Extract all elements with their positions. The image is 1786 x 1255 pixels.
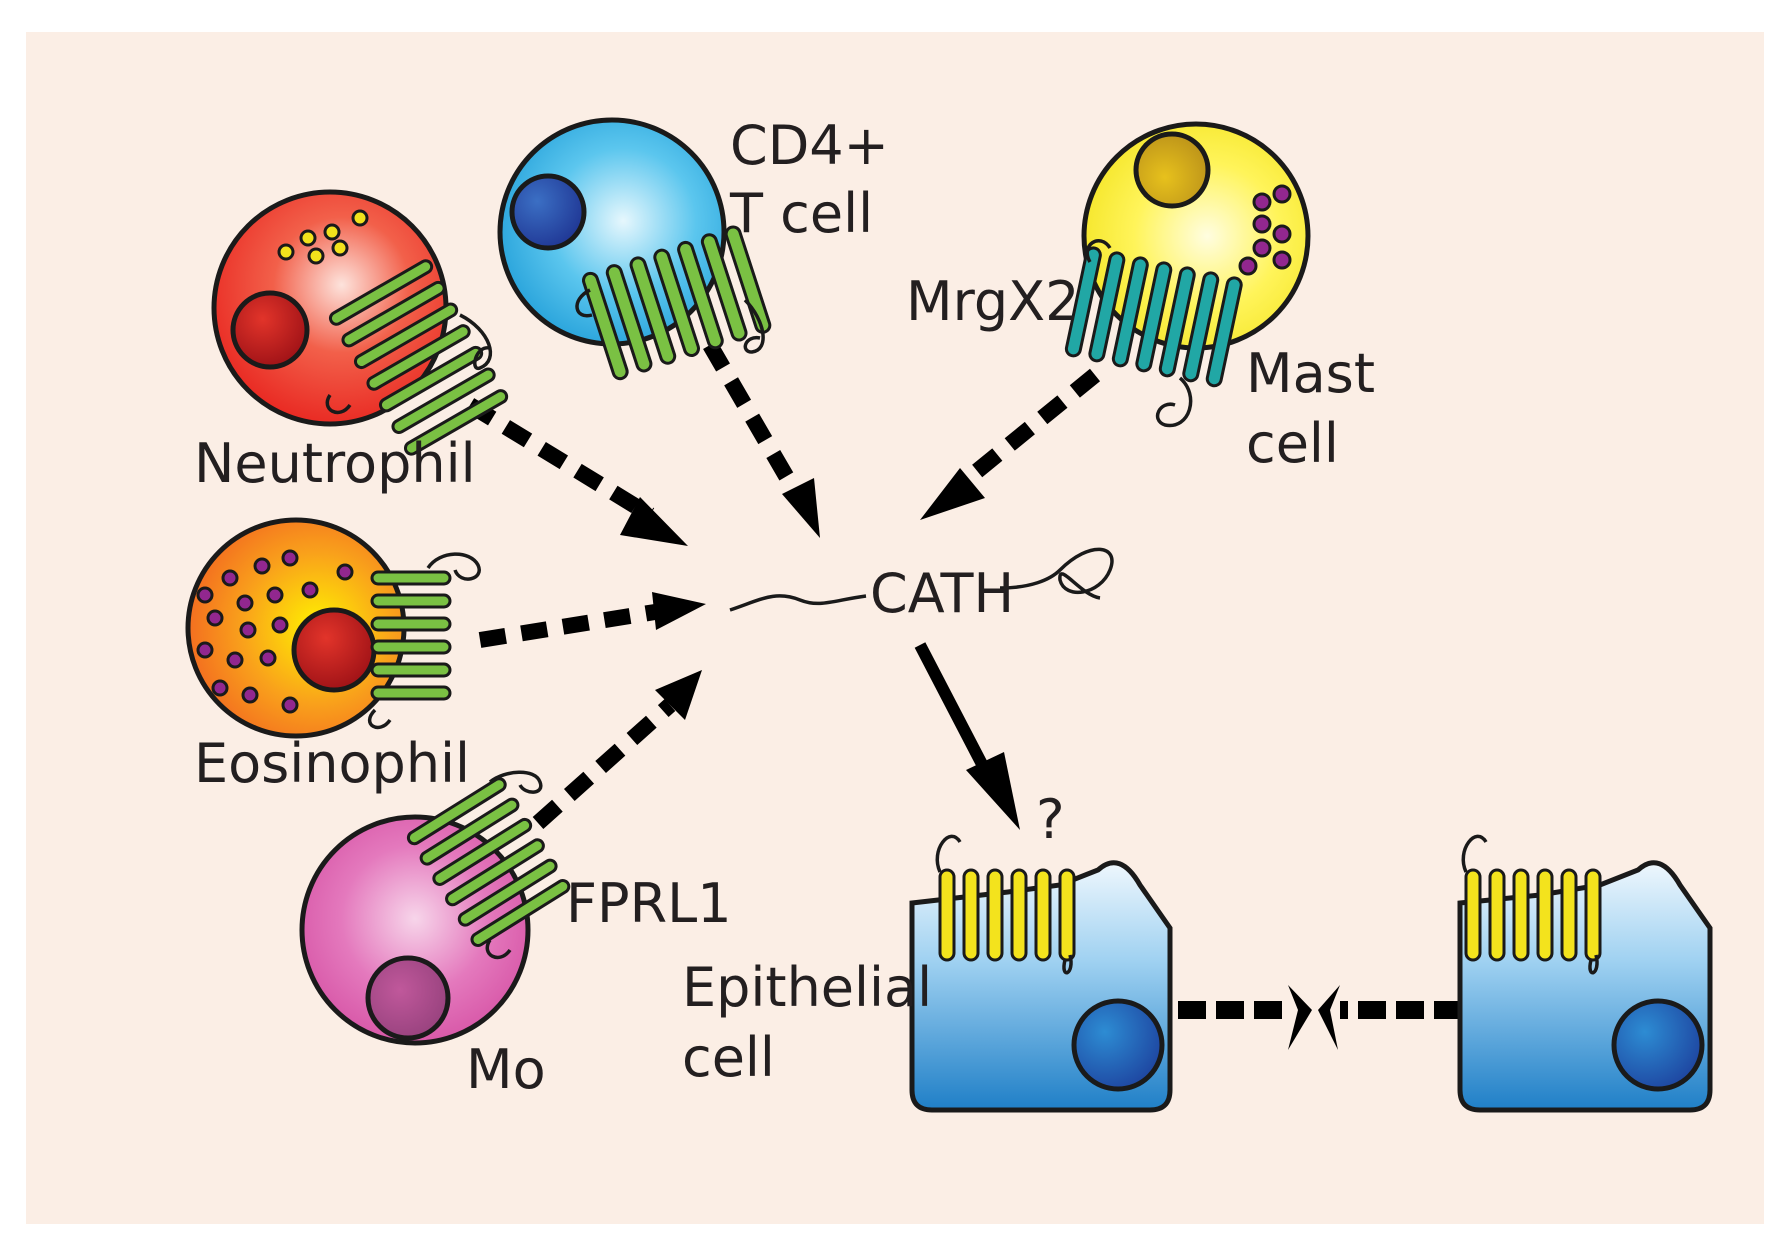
epithelial-receptor — [938, 868, 1076, 962]
mast-cell-icon — [1064, 121, 1311, 428]
epithelial-receptor-2 — [1464, 868, 1602, 962]
mast-label-line2: cell — [1246, 412, 1339, 475]
monocyte-receptor — [406, 777, 571, 947]
epithelial-label-line2: cell — [682, 1026, 775, 1089]
arrow-monocyte-to-cath — [532, 670, 702, 829]
neutrophil-receptor — [328, 259, 509, 456]
cath-label: CATH — [870, 562, 1014, 625]
eosinophil-label: Eosinophil — [194, 732, 470, 795]
neutrophil-label: Neutrophil — [194, 432, 476, 495]
t-cell-receptor — [581, 225, 772, 381]
arrow-cath-to-epithelial — [914, 642, 1020, 830]
epithelial-cell-icon — [909, 834, 1173, 1113]
epithelial-label-line1: Epithelial — [682, 956, 932, 1019]
cath-peptide-icon — [729, 547, 1114, 612]
neutrophil-cell-icon — [211, 189, 509, 456]
cd4-label-line2: T cell — [729, 182, 873, 245]
arrow-neutrophil-to-cath — [465, 398, 688, 546]
fprl1-label: FPRL1 — [566, 872, 732, 935]
mast-label-line1: Mast — [1246, 342, 1375, 405]
arrow-eosinophil-to-cath — [478, 592, 706, 648]
mo-label: Mo — [466, 1038, 546, 1101]
epithelial-cell-icon-2 — [1457, 834, 1713, 1113]
mrgx2-label: MrgX2 — [906, 270, 1079, 333]
arrow-tcell-to-cath — [703, 340, 820, 538]
question-label: ? — [1036, 788, 1065, 851]
cd4-label-line1: CD4+ — [730, 114, 889, 177]
eosinophil-receptor — [370, 570, 452, 701]
arrow-mast-to-cath — [920, 368, 1101, 520]
mast-cell-receptor — [1064, 246, 1243, 388]
monocyte-cell-icon — [299, 770, 571, 1046]
t-cell-icon — [497, 117, 772, 381]
arrow-epithelial-to-epithelial — [1178, 985, 1462, 1050]
eosinophil-cell-icon — [185, 517, 481, 739]
